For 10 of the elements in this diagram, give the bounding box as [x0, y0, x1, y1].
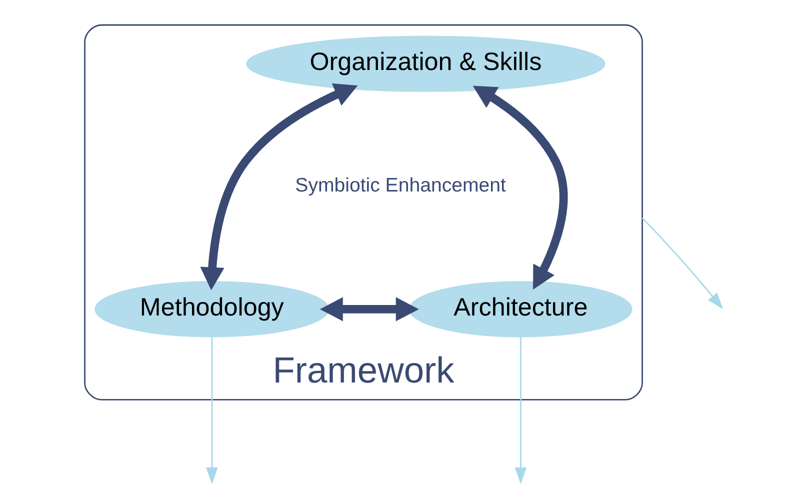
- arrow: [319, 297, 418, 322]
- arrow: [472, 86, 568, 290]
- node-ellipse: Organization & Skills: [246, 36, 605, 92]
- label: Symbiotic Enhancement: [294, 174, 506, 197]
- arrow: [206, 337, 218, 484]
- node-ellipse: Architecture: [408, 281, 632, 338]
- arrow: [514, 337, 526, 484]
- arrow: [641, 218, 723, 310]
- node-ellipse: Methodology: [94, 281, 329, 338]
- arrow: [200, 83, 358, 290]
